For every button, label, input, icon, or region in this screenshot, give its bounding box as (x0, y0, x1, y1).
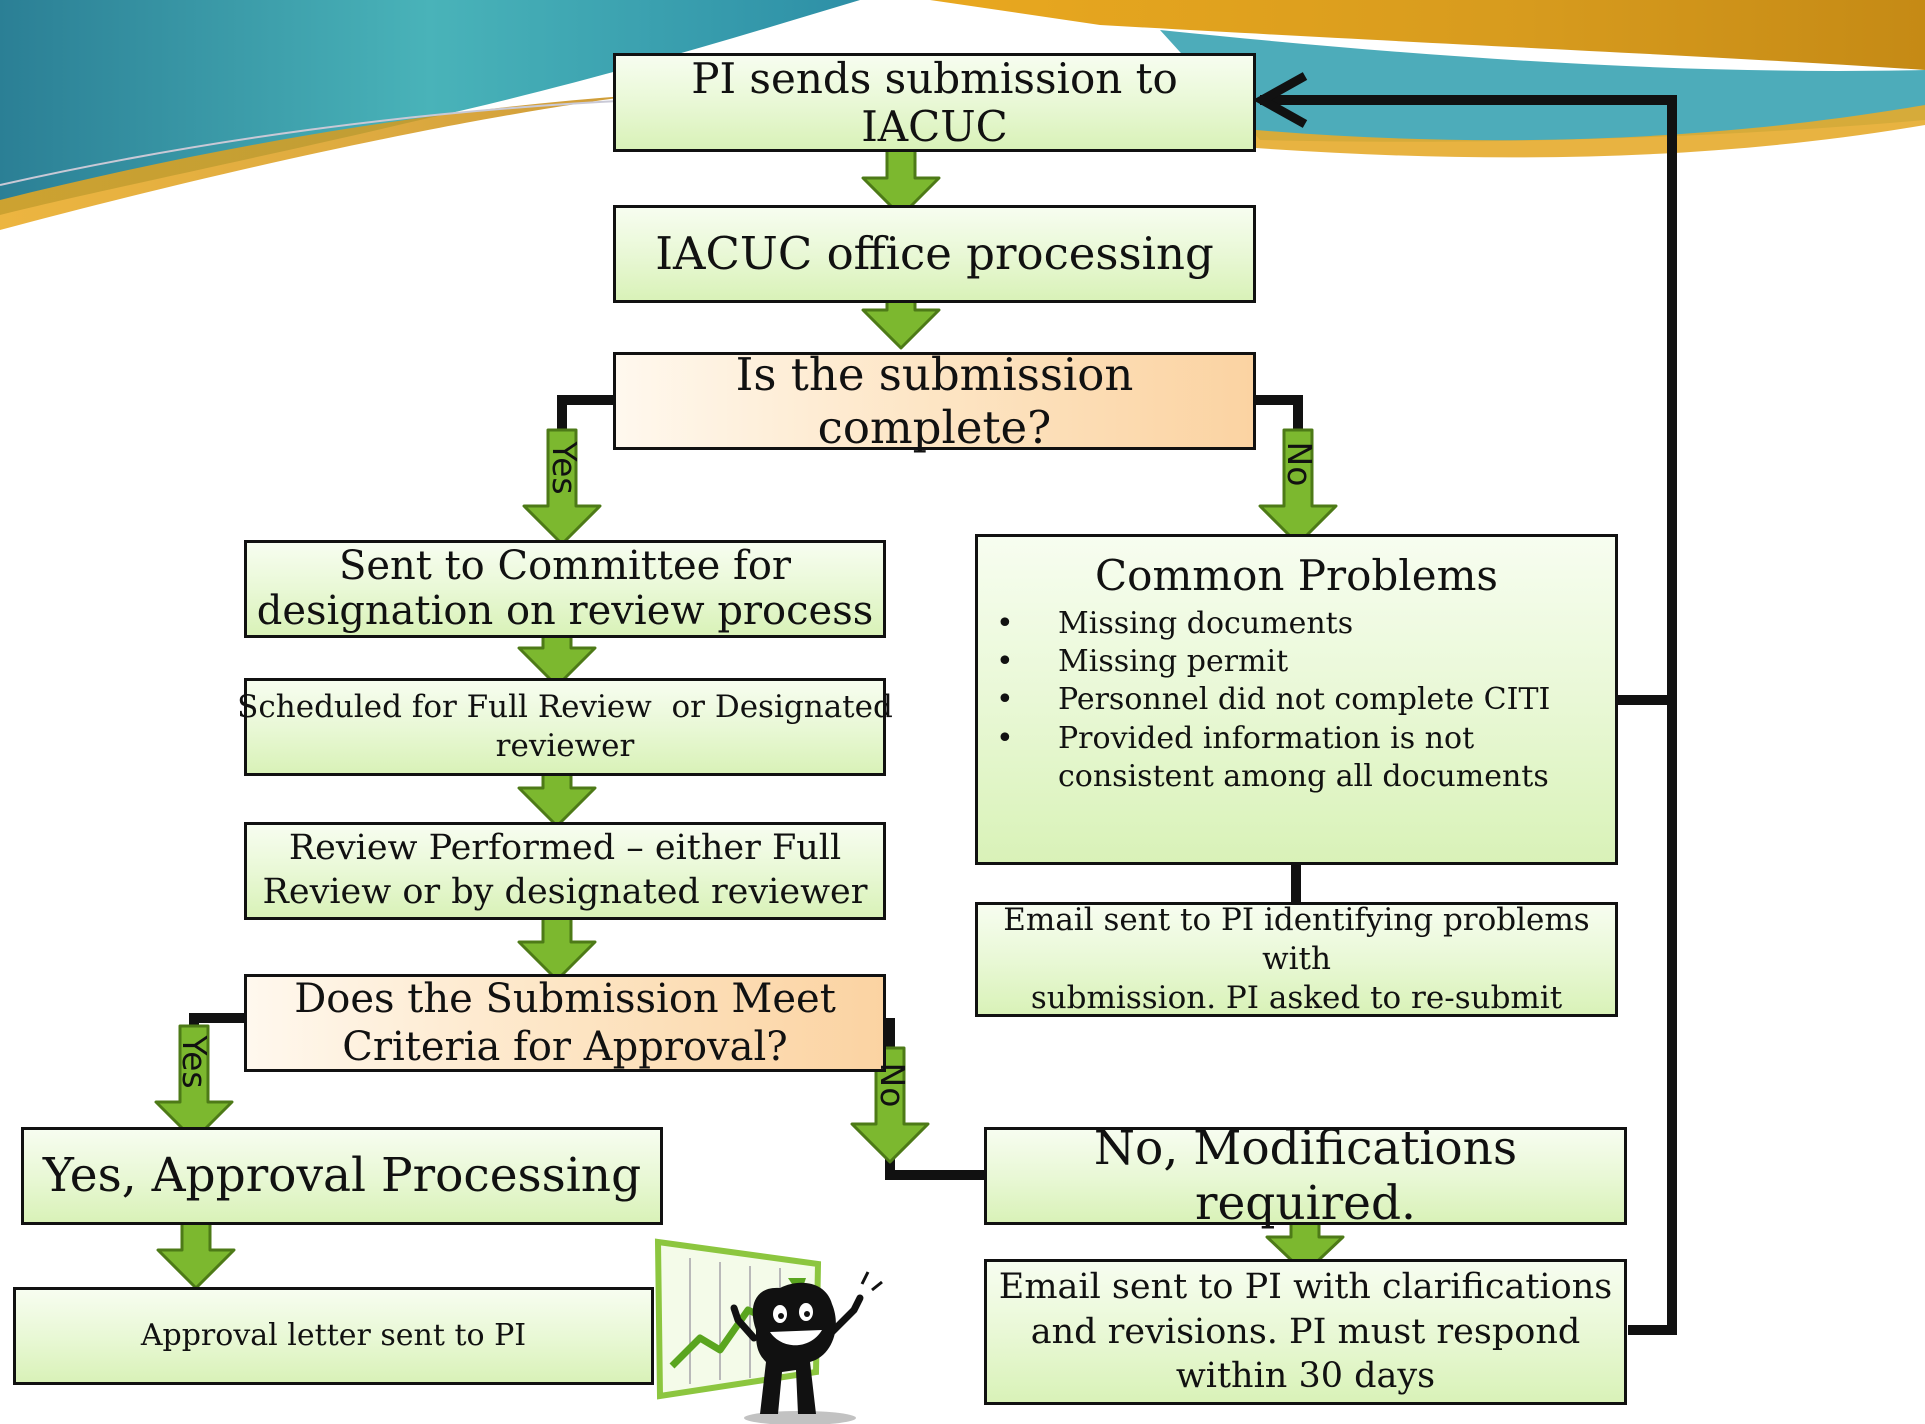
decision-submission-complete: Is the submission complete? (613, 348, 1256, 454)
edge-label-no: No (873, 1062, 912, 1108)
node-email-clarifications: Email sent to PI with clarifications and… (984, 1259, 1627, 1405)
node-approval-processing: Yes, Approval Processing (21, 1127, 663, 1225)
node-review-performed: Review Performed – either Full Review or… (244, 822, 886, 920)
node-line: within 30 days (1175, 1356, 1436, 1397)
arrow-approval-to-letter (156, 1220, 236, 1290)
node-office-processing: IACUC office processing (613, 205, 1256, 303)
list-item-text: Missing permit (1058, 643, 1289, 679)
arrow-complete-no (1258, 428, 1338, 546)
edge-label-yes: Yes (175, 1035, 214, 1089)
node-line: designation on review process (256, 588, 874, 634)
banner-gold-right-swoosh (1256, 105, 1925, 158)
node-line: Sent to Committee for (338, 543, 792, 590)
node-line: Criteria for Approval? (342, 1024, 788, 1070)
list-item-text: Missing documents (1058, 605, 1354, 641)
list-item: • Missing permit (978, 643, 1615, 681)
list-item-text: Provided information is not consistent a… (1058, 720, 1549, 795)
common-problems-heading: Common Problems (1095, 551, 1498, 600)
node-line: and revisions. PI must respond (1030, 1311, 1581, 1352)
node-line: Does the Submission Meet (294, 976, 836, 1022)
node-line: Review Performed – either Full (288, 828, 842, 869)
node-line: Review or by designated reviewer (262, 872, 868, 912)
banner-thin-line (0, 99, 641, 186)
node-line: Approval letter sent to PI (140, 1318, 527, 1354)
node-modifications-required: No, Modifications required. (984, 1121, 1627, 1231)
edge-label-no: No (1280, 441, 1319, 487)
flow-arrows (154, 148, 1345, 1290)
loop-arrowhead (1252, 72, 1308, 128)
node-scheduled-review: Scheduled for Full Review or Designated … (237, 678, 893, 776)
connector-complete-yes (557, 395, 616, 430)
bullet-icon: • (996, 643, 1014, 679)
node-common-problems: Common Problems • Missing documents • Miss… (975, 534, 1618, 865)
node-line: Email sent to PI with clarifications (998, 1266, 1613, 1307)
list-item: • Personnel did not complete CITI (978, 681, 1615, 719)
node-line: No, Modifications required. (1093, 1120, 1518, 1231)
banner-gold-top (930, 0, 1925, 70)
node-line: IACUC office processing (655, 227, 1214, 281)
node-line: Email sent to PI identifying problems wi… (1003, 902, 1590, 978)
arrow-complete-yes (522, 428, 602, 546)
list-item: • Provided information is not consistent … (978, 720, 1615, 797)
bullet-icon: • (996, 720, 1014, 756)
node-sent-to-committee: Sent to Committee for designation on rev… (244, 540, 886, 638)
edge-label-yes: Yes (545, 441, 584, 495)
node-line: Yes, Approval Processing (42, 1148, 642, 1204)
decision-meets-criteria: Does the Submission Meet Criteria for Ap… (244, 974, 886, 1072)
node-line: Is the submission complete? (735, 347, 1134, 454)
node-line: submission. PI asked to re-submit (1030, 979, 1563, 1016)
smiling-mascot-with-chart-icon (654, 1238, 883, 1424)
arrow-review-to-criteria (517, 912, 597, 982)
node-line: PI sends submission to (691, 54, 1178, 104)
node-line: IACUC (861, 101, 1008, 151)
list-item: • Missing documents (978, 605, 1615, 643)
node-email-problems: Email sent to PI identifying problems wi… (975, 902, 1618, 1017)
node-pi-sends-submission: PI sends submission to IACUC (613, 53, 1256, 152)
mascot-character-icon (730, 1271, 883, 1424)
bullet-icon: • (996, 682, 1014, 718)
arrow-criteria-yes (154, 1024, 234, 1142)
bullet-icon: • (996, 605, 1014, 641)
node-line: reviewer (495, 728, 635, 764)
node-approval-letter: Approval letter sent to PI (13, 1287, 654, 1385)
connector-email2-loop (1260, 95, 1677, 1335)
banner-teal-right (1160, 30, 1925, 142)
arrow-sends-to-office (861, 148, 941, 218)
node-line: Scheduled for Full Review or Designated (237, 689, 893, 726)
arrow-criteria-no (850, 1046, 930, 1164)
connector-complete-no (1253, 395, 1303, 430)
common-problems-list: • Missing documents • Missing permit • Pers… (978, 605, 1615, 797)
list-item-text: Personnel did not complete CITI (1058, 682, 1551, 718)
